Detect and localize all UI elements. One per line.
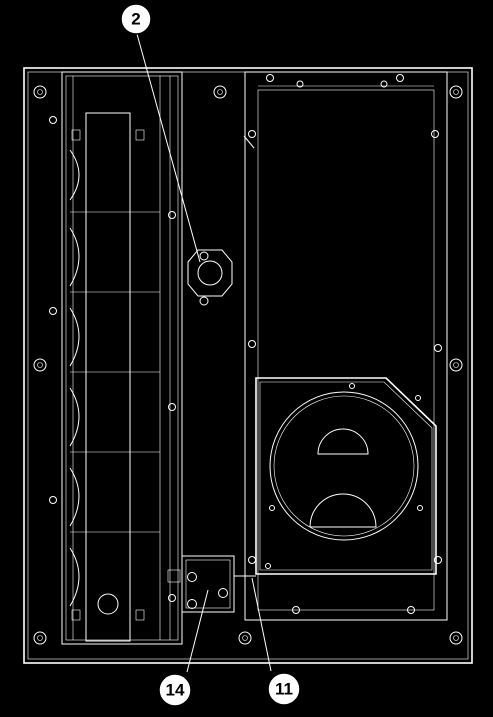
- mounting-hole: [238, 631, 252, 645]
- callout-label: 11: [275, 680, 293, 699]
- leader-lines: [136, 33, 272, 673]
- mounting-hole: [449, 85, 463, 99]
- mounting-holes: [33, 85, 463, 645]
- drive-box-14: [167, 555, 256, 613]
- strip-hole: [49, 307, 57, 315]
- strip-hole: [168, 403, 176, 411]
- mounting-hole: [33, 85, 47, 99]
- flange-2: [187, 249, 233, 306]
- callout-2: 2: [120, 3, 152, 35]
- callout-14: 14: [158, 673, 192, 707]
- callout-circle: [120, 3, 152, 35]
- strip-hole: [168, 594, 176, 602]
- mounting-hole: [213, 85, 227, 99]
- callout-label: 2: [131, 10, 140, 29]
- mounting-hole: [449, 358, 463, 372]
- mounting-hole: [449, 631, 463, 645]
- callout-11: 11: [267, 672, 301, 706]
- right-panel: [243, 71, 448, 621]
- callout-circle: [267, 672, 301, 706]
- strip-hole: [168, 211, 176, 219]
- strip-hole: [49, 496, 57, 504]
- fan-housing: [255, 377, 437, 575]
- tube-bank: [49, 71, 183, 645]
- mounting-hole: [33, 631, 47, 645]
- callout-circle: [158, 673, 192, 707]
- mounting-hole: [33, 358, 47, 372]
- strip-hole: [49, 116, 57, 124]
- callout-label: 14: [166, 681, 185, 700]
